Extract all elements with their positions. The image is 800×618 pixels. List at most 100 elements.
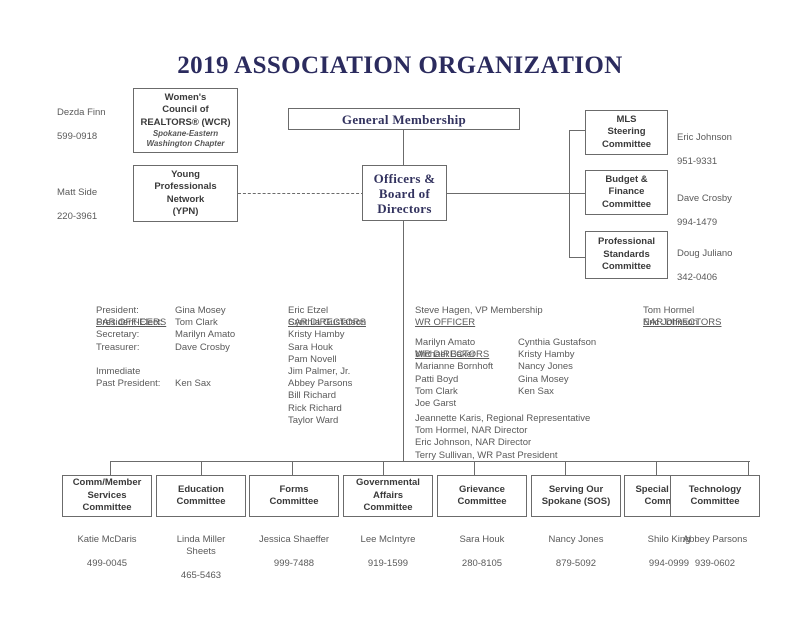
connector-officers-to-right-bus (447, 193, 569, 195)
bc7-contact-name: Abbey Parsons (682, 534, 748, 545)
bc2-line2: Committee (269, 496, 319, 507)
drop-governmental (383, 461, 385, 475)
bc0-contact-phone: 499-0045 (86, 558, 128, 569)
drop-technology (748, 461, 750, 475)
professional-line2: Standards (603, 248, 650, 260)
officers-line2: Board of (378, 185, 431, 201)
roster-sar-officers: SAR OFFICERS (96, 293, 166, 354)
bc7-line1: Technology (688, 483, 742, 495)
stub-budget (569, 193, 585, 195)
sar-directors-names: Eric Etzel Cynthia Gustafson Kristy Hamb… (288, 305, 367, 426)
bc3-contact-name: Lee McIntyre (360, 534, 416, 545)
box-general-membership[interactable]: General Membership (288, 108, 520, 130)
wcr-contact-phone: 599-0918 (57, 131, 98, 142)
bc0-line1: Comm/Member (72, 477, 142, 489)
bc7-contact: Abbey Parsons 939-0602 (670, 522, 760, 582)
budget-contact-name: Dave Crosby (677, 193, 732, 204)
box-womens-council-of-realtors[interactable]: Women's Council of REALTORS® (WCR) Spoka… (133, 88, 238, 153)
bc2-contact-name: Jessica Shaeffer (258, 534, 330, 545)
bc7-contact-phone: 939-0602 (694, 558, 736, 569)
stub-mls (569, 130, 585, 132)
box-mls-steering-committee[interactable]: MLS Steering Committee (585, 110, 668, 155)
ypn-line4: (YPN) (172, 206, 199, 217)
stub-professional (569, 257, 585, 259)
bc6-contact-phone: 994-0999 (648, 558, 690, 569)
bc3-line2: Affairs (372, 489, 404, 501)
mls-contact: Eric Johnson 951-9331 (677, 120, 777, 180)
sar-directors-heading: SAR DIRECTORS (288, 317, 366, 329)
sar-officers-labels: President: President-Elect: Secretary: T… (96, 305, 164, 390)
wr-officer-text: Steve Hagen, VP Membership (415, 305, 543, 316)
bc4-contact: Sara Houk 280-8105 (437, 522, 527, 582)
box-grievance-committee[interactable]: Grievance Committee (437, 475, 527, 517)
box-officers-board-of-directors[interactable]: Officers & Board of Directors (362, 165, 447, 221)
budget-contact-phone: 994-1479 (677, 217, 718, 228)
roster-wr-officer: WR OFFICER (415, 293, 475, 354)
bc2-contact: Jessica Shaeffer 999-7488 (244, 522, 344, 582)
professional-line1: Professional (597, 236, 656, 248)
bc3-line3: Committee (363, 502, 413, 514)
bc0-contact: Katie McDaris 499-0045 (62, 522, 152, 582)
ypn-contact-phone: 220-3961 (57, 211, 98, 222)
connector-membership-to-officers (403, 130, 405, 165)
wr-directors-col1: Marilyn Amato Michael Baker Marianne Bor… (415, 337, 494, 410)
mls-line3: Committee (601, 138, 652, 150)
box-young-professionals-network[interactable]: Young Professionals Network (YPN) (133, 165, 238, 222)
bc7-line2: Committee (690, 496, 740, 507)
bc4-contact-name: Sara Houk (459, 534, 505, 545)
general-membership-label: General Membership (341, 111, 467, 127)
box-professional-standards-committee[interactable]: Professional Standards Committee (585, 231, 668, 279)
wcr-contact-name: Dezda Finn (57, 107, 106, 118)
connector-ypn-to-officers (238, 193, 364, 194)
ypn-contact-name: Matt Side (57, 187, 98, 198)
nar-directors-heading: NAR DIRECTORS (643, 317, 722, 329)
box-education-committee[interactable]: Education Committee (156, 475, 246, 517)
wcr-contact: Dezda Finn 599-0918 (57, 95, 132, 155)
drop-forms (292, 461, 294, 475)
bc4-line1: Grievance (459, 483, 505, 495)
wcr-line2: Council of (162, 104, 209, 116)
bc2-contact-phone: 999-7488 (273, 558, 315, 569)
roster-nar-directors: NAR DIRECTORS (643, 293, 721, 354)
bc1-contact-phone: 465-5463 (180, 570, 222, 581)
mls-contact-name: Eric Johnson (677, 132, 732, 143)
box-forms-committee[interactable]: Forms Committee (249, 475, 339, 517)
bottom-committee-bus (110, 461, 750, 463)
mls-line1: MLS (616, 113, 637, 125)
bc0-contact-name: Katie McDaris (77, 534, 137, 545)
budget-line1: Budget & (605, 173, 648, 185)
bc1-line2: Committee (176, 496, 226, 507)
box-technology-committee[interactable]: Technology Committee (670, 475, 760, 517)
bc6-contact: Shilo King 994-0999 (624, 522, 714, 582)
page-title: 2019 ASSOCIATION ORGANIZATION (177, 52, 623, 79)
bc2-line1: Forms (279, 483, 309, 495)
box-budget-finance-committee[interactable]: Budget & Finance Committee (585, 170, 668, 215)
bc5-contact: Nancy Jones 879-5092 (531, 522, 621, 582)
ypn-contact: Matt Side 220-3961 (57, 175, 132, 235)
mls-line2: Steering (607, 126, 646, 138)
wr-extra-roles: Jeannette Karis, Regional Representative… (415, 413, 591, 461)
bc5-line2: Spokane (SOS) (541, 496, 611, 507)
bc5-line1: Serving Our (548, 483, 604, 495)
bc5-contact-phone: 879-5092 (555, 558, 597, 569)
mls-contact-phone: 951-9331 (677, 156, 718, 167)
bc1-line1: Education (178, 483, 224, 495)
professional-contact-name: Doug Juliano (677, 248, 733, 259)
officers-line1: Officers & (373, 170, 436, 186)
roster-wr-directors: WR DIRECTORS (415, 325, 489, 386)
box-serving-our-spokane-committee[interactable]: Serving Our Spokane (SOS) (531, 475, 621, 517)
drop-special-events (656, 461, 658, 475)
bc5-contact-name: Nancy Jones (548, 534, 604, 545)
roster-sar-directors: SAR DIRECTORS (288, 293, 366, 354)
wcr-sub1: Spokane-Eastern (152, 129, 219, 139)
ypn-line3: Network (166, 193, 205, 205)
drop-comm-member (110, 461, 112, 475)
professional-contact: Doug Juliano 342-0406 (677, 236, 777, 296)
box-comm-member-services-committee[interactable]: Comm/Member Services Committee (62, 475, 152, 517)
drop-sos (565, 461, 567, 475)
bc4-line2: Committee (457, 496, 507, 507)
ypn-line1: Young (171, 168, 200, 180)
nar-directors-names: Tom Hormel Eric Johnson (643, 305, 698, 329)
box-governmental-affairs-committee[interactable]: Governmental Affairs Committee (343, 475, 433, 517)
